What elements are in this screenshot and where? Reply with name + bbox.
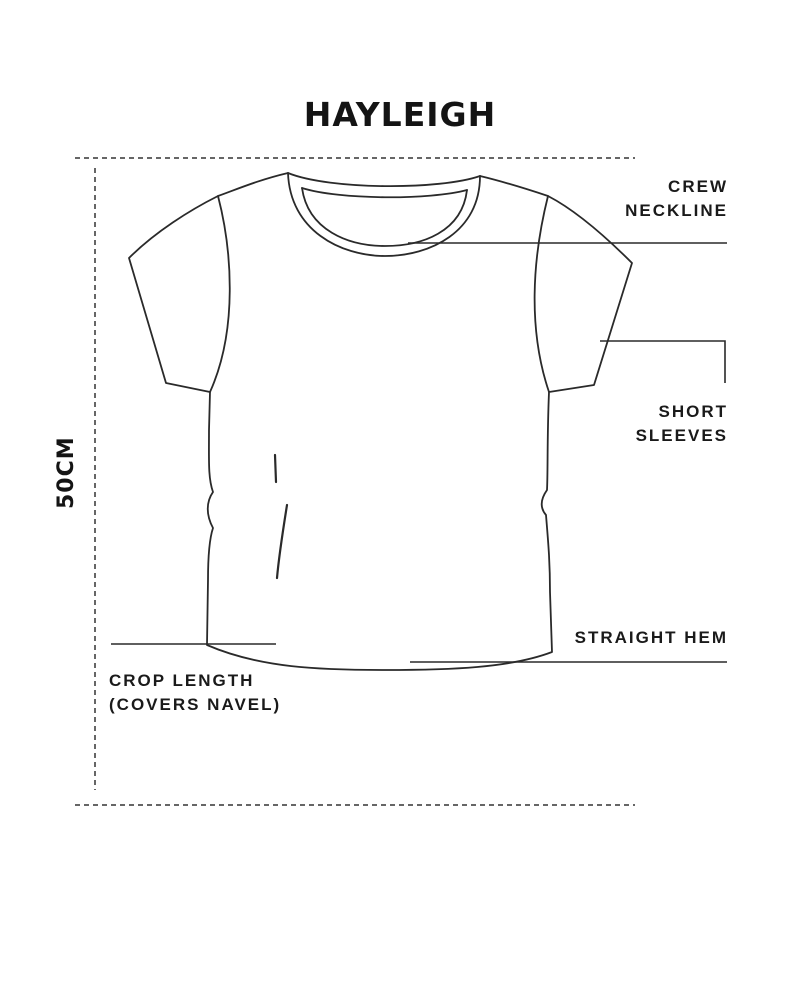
- short-sleeves-callout: SHORT SLEEVES: [636, 400, 728, 448]
- neckline-inner: [301, 187, 468, 247]
- tshirt-outline: [128, 172, 633, 671]
- neckline-back: [287, 172, 481, 188]
- crew-neckline-line2: NECKLINE: [625, 201, 728, 220]
- drape-mark-lower: [275, 503, 289, 580]
- short-sleeves-line1: SHORT: [658, 402, 728, 421]
- product-title: HAYLEIGH: [303, 95, 497, 134]
- crop-length-line1: CROP LENGTH: [109, 671, 255, 690]
- tshirt-body: [128, 172, 633, 671]
- left-sleeve-seam: [209, 195, 231, 393]
- crew-neckline-line1: CREW: [668, 177, 728, 196]
- right-sleeve-seam: [533, 195, 550, 393]
- crop-length-line2: (COVERS NAVEL): [109, 695, 282, 714]
- drape-mark-upper: [273, 453, 278, 484]
- short-sleeves-line2: SLEEVES: [635, 426, 728, 445]
- short-sleeves-leader: [600, 340, 726, 383]
- crop-length-callout: CROP LENGTH (COVERS NAVEL): [109, 669, 281, 717]
- callout-lines: [111, 242, 727, 663]
- straight-hem-line1: STRAIGHT HEM: [574, 628, 728, 647]
- straight-hem-callout: STRAIGHT HEM: [575, 626, 728, 650]
- crew-neckline-callout: CREW NECKLINE: [625, 175, 728, 223]
- neckline-outer: [287, 172, 481, 257]
- length-measurement-label: 50CM: [54, 436, 79, 509]
- neckline-inner-back: [301, 187, 468, 199]
